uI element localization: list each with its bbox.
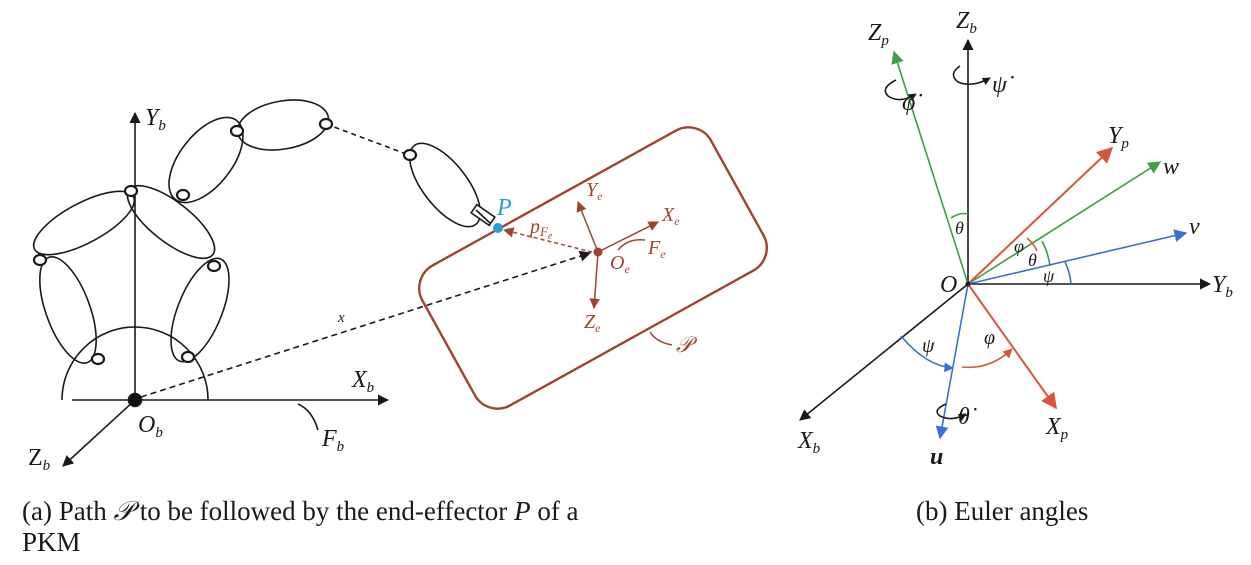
joints [32, 117, 418, 366]
theta-dot-rotation [936, 403, 967, 422]
label-pfe: pFe [528, 216, 553, 242]
label-path: 𝒫 [676, 332, 698, 357]
xp-axis [967, 283, 1057, 410]
label-phi-mid: φ [1014, 236, 1024, 256]
label-phi-dot: φ̇ [902, 90, 922, 116]
path-p [418, 126, 768, 410]
label-yb: Yb [145, 105, 166, 134]
label-xe: Xe [661, 204, 680, 228]
label-theta-mid: θ [1028, 250, 1037, 270]
caption-a-prefix: (a) Path [22, 496, 114, 526]
frame-fe [502, 201, 673, 346]
label-zb-b: Zb [956, 8, 977, 37]
caption-a-line2: PKM [22, 527, 81, 557]
caption-b: (b) Euler angles [916, 496, 1089, 526]
zb-axis [62, 399, 136, 467]
label-x: x [337, 310, 345, 326]
origin-oe [593, 247, 603, 257]
label-u: u [930, 444, 943, 470]
caption-a-suffix: of a [530, 496, 579, 526]
label-v: v [1189, 214, 1200, 240]
caption-a-middle: to be followed by the end-effector [132, 496, 515, 526]
zp-axis [891, 50, 969, 285]
label-xb: Xb [351, 367, 375, 396]
psi-arc-bottom [900, 335, 954, 373]
v-axis [967, 229, 1188, 285]
label-o: O [940, 272, 957, 298]
closed-chain-links [32, 99, 482, 364]
phi-arc-top [1026, 237, 1038, 252]
caption-a-path-symbol: 𝒫 [113, 496, 133, 526]
xb-axis-b [799, 283, 969, 421]
theta-arc-top [950, 212, 969, 219]
p-fe-vector [502, 227, 593, 253]
end-effector-tool [470, 203, 496, 227]
x-vector [140, 250, 592, 398]
base-semicircle [61, 326, 209, 401]
w-axis [967, 161, 1162, 285]
label-theta-top: θ [955, 218, 964, 238]
label-ob: Ob [138, 412, 163, 441]
psi-arc [1064, 261, 1072, 285]
label-xp: Xp [1045, 414, 1069, 443]
label-psi-mid: ψ [1043, 266, 1055, 286]
panel-b [799, 38, 1212, 440]
label-psi-bottom: ψ [922, 335, 935, 357]
dashed-link [325, 123, 410, 156]
yp-axis [967, 146, 1114, 285]
label-xb-b: Xb [797, 428, 821, 457]
psi-dot-rotation [952, 65, 991, 86]
label-psi-dot: ψ̇ [992, 72, 1014, 98]
label-yb-b: Yb [1212, 272, 1233, 301]
origin-o [965, 281, 971, 287]
point-p [493, 223, 503, 233]
phi-arc-bottom [961, 348, 1013, 369]
label-zb: Zb [28, 445, 51, 474]
theta-arc-mid [1041, 240, 1051, 267]
label-phi-bottom: φ [984, 327, 995, 349]
label-theta-dot: θ̇ [958, 404, 977, 430]
path-rectangle [418, 126, 768, 410]
label-w: w [1163, 154, 1179, 180]
label-fe: Fe [647, 237, 666, 261]
fb-leader [297, 403, 319, 431]
label-zp: Zp [868, 20, 889, 49]
label-fb: Fb [321, 426, 345, 455]
label-ye: Ye [586, 179, 603, 203]
label-yp: Yp [1108, 123, 1129, 152]
phi-dot-rotation [884, 79, 917, 102]
label-ze: Ze [584, 311, 601, 335]
label-p: P [496, 195, 512, 221]
panel-a [32, 99, 592, 467]
caption-a-point: P [514, 496, 531, 526]
caption-a: (a) Path 𝒫 to be followed by the end-eff… [22, 496, 722, 558]
label-oe: Oe [610, 252, 630, 276]
u-axis [935, 283, 969, 440]
origin-ob [127, 392, 143, 408]
